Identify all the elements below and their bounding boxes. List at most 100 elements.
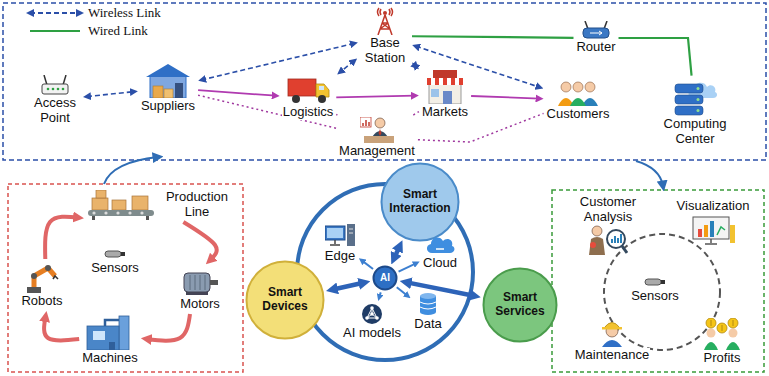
- icon-node: Edge: [324, 224, 356, 264]
- connector: [362, 260, 373, 269]
- icon-node: Machines: [81, 314, 139, 366]
- connector: [336, 96, 415, 98]
- circle-node: Smart Devices: [245, 260, 325, 340]
- node-label: Router: [575, 40, 616, 55]
- network-panel: [3, 3, 766, 160]
- node-label: AI models: [342, 326, 402, 341]
- connector: [619, 38, 692, 76]
- circle-node: Smart Interaction: [380, 162, 460, 242]
- node-label: Visualization: [676, 199, 751, 214]
- connector: [416, 46, 540, 87]
- icon-node: Profits: [702, 318, 742, 366]
- services-panel: [552, 190, 764, 372]
- icon-node: Visualization: [676, 199, 751, 245]
- connector: [336, 114, 337, 116]
- manager-icon: [360, 117, 394, 143]
- icon-node: Access Point: [29, 75, 81, 126]
- icon-node: AI models: [342, 303, 402, 341]
- connector: [379, 292, 381, 297]
- icon-node: Logistics: [282, 76, 335, 120]
- icon-node: Computing Center: [658, 78, 732, 147]
- icon-node: Motors: [179, 268, 221, 312]
- connector: [394, 246, 400, 259]
- ap-icon: [40, 75, 70, 95]
- node-label: Logistics: [282, 105, 335, 120]
- connector: [198, 95, 336, 128]
- icon-node: Cloud: [422, 233, 458, 271]
- conveyor-icon: [86, 190, 156, 220]
- icon-node: Sensors: [90, 248, 140, 276]
- circle-outline: [374, 267, 397, 290]
- router-icon: [581, 21, 611, 39]
- connector: [415, 65, 416, 66]
- node-label: Suppliers: [140, 99, 196, 114]
- connector: [340, 61, 354, 72]
- node-label: Robots: [20, 294, 63, 309]
- warehouse-icon: [145, 62, 191, 98]
- node-label: Sensors: [630, 289, 680, 304]
- connector: [146, 314, 190, 341]
- node-label: Computing Center: [658, 117, 732, 147]
- node-label: Sensors: [90, 261, 140, 276]
- motor-icon: [180, 268, 220, 296]
- connector: [471, 96, 539, 99]
- connector: [202, 43, 354, 79]
- node-label: Markets: [421, 105, 469, 120]
- icon-node: Robots: [20, 261, 63, 309]
- cloud-icon: [424, 233, 456, 255]
- people-icon: [556, 78, 600, 106]
- icon-node: Customer Analysis: [575, 195, 641, 256]
- connector: [183, 222, 216, 261]
- flow-arrow: [104, 157, 158, 184]
- connector: [412, 36, 573, 38]
- icon-node: Markets: [421, 70, 469, 120]
- icon-node: Suppliers: [140, 62, 196, 114]
- icon-node: Router: [575, 21, 616, 55]
- machine-icon: [85, 314, 135, 350]
- profits-icon: [702, 318, 742, 350]
- connector: [332, 283, 365, 290]
- truck-icon: [286, 76, 330, 104]
- tower-icon: [373, 7, 397, 35]
- connector: [198, 90, 276, 96]
- node-label: Motors: [179, 297, 221, 312]
- node-label: Data: [413, 317, 442, 332]
- legend-sample: [30, 12, 80, 14]
- node-label: Smart Devices: [250, 286, 320, 314]
- edge-icon: [325, 224, 355, 248]
- connector: [44, 316, 79, 340]
- robot-icon: [25, 261, 59, 293]
- icon-node: Maintenance: [574, 317, 650, 363]
- connector: [397, 287, 408, 296]
- node-label: Edge: [324, 249, 356, 264]
- node-label: Customers: [546, 107, 611, 122]
- analyst-icon: [588, 225, 628, 255]
- connector: [406, 282, 475, 296]
- circle-outline: [484, 269, 557, 342]
- icon-node: Production Line: [86, 190, 234, 220]
- node-label: AI: [380, 272, 390, 284]
- icon-node: Data: [413, 292, 442, 332]
- node-label: Cloud: [422, 256, 458, 271]
- worker-icon: [597, 317, 627, 347]
- shop-icon: [425, 70, 465, 104]
- connector: [413, 112, 419, 116]
- visual-icon: [691, 215, 735, 245]
- sensor-icon: [643, 276, 667, 288]
- icon-node: Base Station: [360, 7, 410, 66]
- node-label: Maintenance: [574, 348, 650, 363]
- node-label: Base Station: [360, 36, 410, 66]
- models-icon: [361, 303, 383, 325]
- servers-icon: [671, 78, 719, 116]
- node-label: Machines: [81, 351, 139, 366]
- connector: [399, 263, 417, 271]
- icon-node: Customers: [546, 78, 611, 122]
- sensor-icon: [103, 248, 127, 260]
- node-label: Access Point: [29, 96, 81, 126]
- node-label: Smart Interaction: [385, 188, 455, 216]
- circle-outline: [382, 164, 459, 241]
- node-label: Management: [338, 144, 416, 159]
- icon-node: Sensors: [630, 276, 680, 304]
- node-label: Production Line: [160, 190, 234, 220]
- node-label: Customer Analysis: [575, 195, 641, 225]
